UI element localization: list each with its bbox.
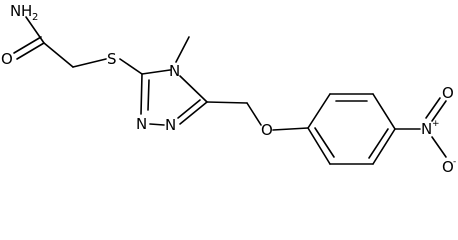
carbonyl-o-label: O <box>1 50 13 68</box>
ring-n2-label: N <box>136 115 147 133</box>
bonds <box>13 16 447 165</box>
bond-n1-n2 <box>149 123 165 126</box>
bond-ar4-inner <box>368 128 389 159</box>
nitro-n-label: N <box>421 120 432 138</box>
bond-c5-ch2 <box>206 101 248 104</box>
molecule-structure: N H 2 O S N N N O N + O O - <box>1 2 456 176</box>
bond-amide-c-o-double <box>13 36 42 54</box>
bond-n2-c3-double <box>147 79 150 111</box>
bond-n2-c3 <box>140 73 143 115</box>
atom-labels: N H 2 O S N N N O N + O O - <box>1 2 456 176</box>
bond-s-c3 <box>119 58 143 75</box>
nitro-plus-charge: + <box>432 119 440 129</box>
amine-n-label: N <box>10 2 21 20</box>
bond-amide-c-o <box>16 42 45 60</box>
bond-ar6 <box>307 127 331 165</box>
bond-n4-methyl <box>175 36 190 63</box>
bond-ar3 <box>372 93 396 130</box>
nitro-minus-charge: - <box>453 157 456 167</box>
bond-ar1 <box>307 93 331 129</box>
bond-c5-n1-double <box>177 99 201 119</box>
ether-o-label: O <box>261 121 273 139</box>
bond-nitro-o-top <box>431 100 447 122</box>
ring-n4-label: N <box>169 62 180 80</box>
bond-amide-c-ch2 <box>43 42 74 68</box>
bond-ch2-s <box>72 58 107 68</box>
nitro-o-top-label: O <box>442 84 454 102</box>
bond-c5-n1 <box>179 101 208 125</box>
bond-ch2-o <box>246 102 262 126</box>
bond-c3-n4 <box>141 69 171 75</box>
nitro-o-bottom-label: O <box>442 158 454 176</box>
bond-o-ring <box>272 127 309 131</box>
bond-nitro-o-top-double <box>425 97 441 119</box>
bond-ar4 <box>372 128 396 165</box>
ring-n1-label: N <box>165 116 176 134</box>
amine-subscript: 2 <box>32 12 38 23</box>
bond-nitro-o-bottom <box>431 136 447 158</box>
bond-n4-c5 <box>179 75 208 103</box>
thioether-s-label: S <box>107 50 117 68</box>
bond-amide-c-n <box>25 16 45 44</box>
bond-ar6-inner <box>314 127 335 158</box>
amine-h-label: H <box>21 2 32 20</box>
